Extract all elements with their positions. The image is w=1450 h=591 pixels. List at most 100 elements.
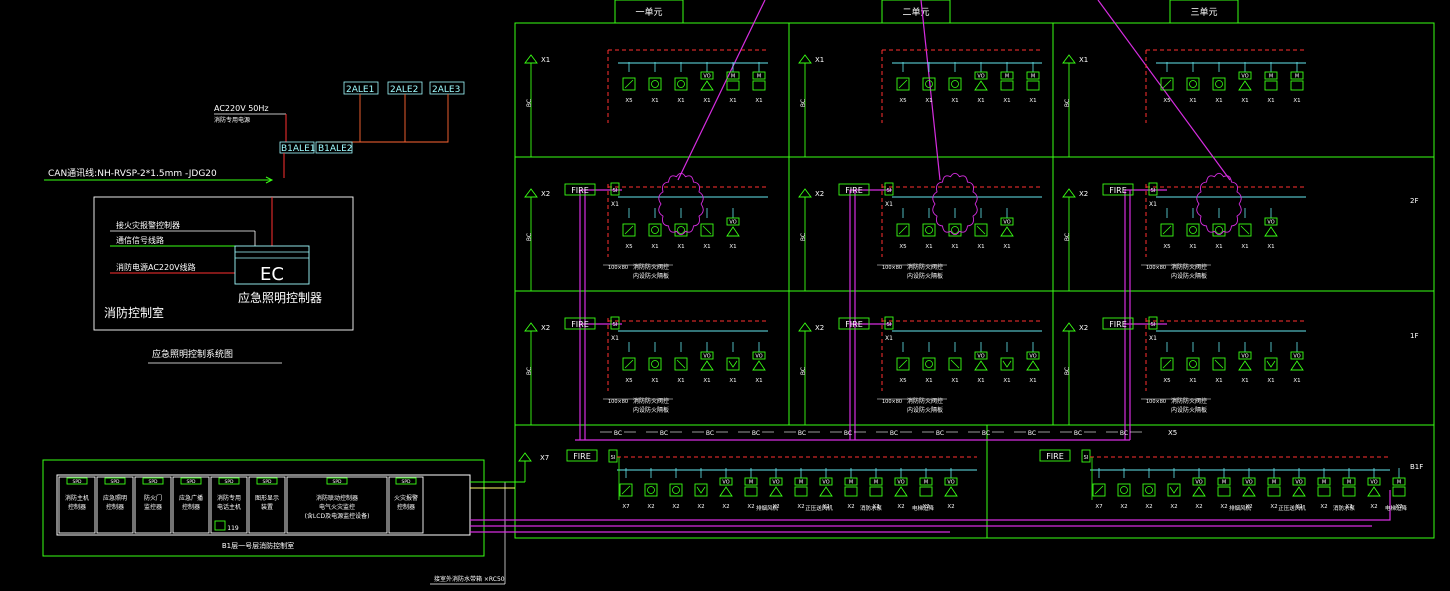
device-module[interactable]: MX1: [726, 62, 740, 104]
ale-right-box[interactable]: B1ALE2: [315, 141, 352, 154]
fire-box[interactable]: FIRE: [564, 183, 596, 196]
device-button[interactable]: X7: [619, 468, 633, 510]
ec-controller[interactable]: EC: [234, 245, 310, 285]
device-smoke[interactable]: X1: [948, 62, 962, 104]
device-button[interactable]: X5: [622, 208, 636, 250]
device-hydrant[interactable]: X2: [694, 468, 708, 510]
device-smoke[interactable]: X1: [674, 208, 688, 250]
device-smoke[interactable]: X1: [674, 62, 688, 104]
fire-box[interactable]: FIRE: [1102, 183, 1134, 196]
device-smoke[interactable]: X1: [948, 208, 962, 250]
device-button[interactable]: X5: [896, 208, 910, 250]
device-heat[interactable]: X1: [948, 342, 962, 384]
phone-icon[interactable]: 119: [214, 520, 239, 532]
device-module[interactable]: MX1: [1264, 62, 1278, 104]
device-module[interactable]: MX1: [752, 62, 766, 104]
device-heat[interactable]: X1: [974, 208, 988, 250]
device-heat[interactable]: X1: [700, 208, 714, 250]
tap-icon-b1[interactable]: X7: [518, 452, 549, 462]
device-button[interactable]: X5: [896, 342, 910, 384]
device-hydrant[interactable]: X1: [1264, 342, 1278, 384]
device-module[interactable]: MX2: [1317, 468, 1331, 510]
fire-box[interactable]: FIRE: [838, 183, 870, 196]
device-button[interactable]: X5: [622, 62, 636, 104]
ale-main-box[interactable]: B1ALE1: [279, 141, 315, 154]
tap-icon[interactable]: [1062, 322, 1076, 332]
tap-icon[interactable]: [798, 188, 812, 198]
device-button[interactable]: X5: [1160, 62, 1174, 104]
tap-icon[interactable]: [524, 188, 538, 198]
device-smoke[interactable]: X1: [922, 62, 936, 104]
fire-box[interactable]: FIRE: [838, 317, 870, 330]
device-smoke[interactable]: X1: [648, 208, 662, 250]
device-smoke[interactable]: X1: [1212, 208, 1226, 250]
si-box[interactable]: SI: [610, 316, 620, 330]
device-smoke[interactable]: X2: [1142, 468, 1156, 510]
tap-icon[interactable]: [1062, 54, 1076, 64]
device-module[interactable]: MX2: [844, 468, 858, 510]
si-box[interactable]: SI: [1081, 449, 1091, 463]
si-box[interactable]: SI: [1148, 316, 1158, 330]
device-module[interactable]: MX2: [1392, 468, 1406, 510]
device-button[interactable]: X7: [1092, 468, 1106, 510]
fire-box[interactable]: FIRE: [564, 317, 596, 330]
device-smoke[interactable]: X1: [1186, 342, 1200, 384]
si-box[interactable]: SI: [1148, 182, 1158, 196]
device-smoke[interactable]: X1: [1186, 208, 1200, 250]
tap-icon[interactable]: [798, 322, 812, 332]
device-hydrant[interactable]: X1: [1000, 342, 1014, 384]
device-module[interactable]: MX2: [1267, 468, 1281, 510]
device-module[interactable]: MX2: [744, 468, 758, 510]
device-module[interactable]: MX2: [869, 468, 883, 510]
tap-icon[interactable]: [1062, 188, 1076, 198]
device-module[interactable]: MX2: [919, 468, 933, 510]
tap-icon[interactable]: [798, 54, 812, 64]
device-smoke[interactable]: X1: [648, 62, 662, 104]
device-smoke[interactable]: X1: [648, 342, 662, 384]
ale-box-1[interactable]: 2ALE1: [343, 81, 379, 95]
device-module[interactable]: MX2: [1217, 468, 1231, 510]
device-button[interactable]: X5: [622, 342, 636, 384]
si-box[interactable]: SI: [884, 182, 894, 196]
device-heat[interactable]: X1: [674, 342, 688, 384]
device-smoke[interactable]: X1: [922, 342, 936, 384]
device-heat[interactable]: X1: [1238, 208, 1252, 250]
device-button[interactable]: X5: [1160, 208, 1174, 250]
fire-box[interactable]: FIRE: [566, 449, 598, 462]
fire-box[interactable]: FIRE: [1039, 449, 1071, 462]
device-module[interactable]: MX2: [794, 468, 808, 510]
ale-box-3[interactable]: 2ALE3: [429, 81, 465, 95]
device-heat[interactable]: X1: [1212, 342, 1226, 384]
device-smoke[interactable]: X2: [1117, 468, 1131, 510]
device-button[interactable]: X5: [1160, 342, 1174, 384]
si-box[interactable]: SI: [610, 182, 620, 196]
ale-box-2[interactable]: 2ALE2: [387, 81, 423, 95]
device-button[interactable]: X5: [896, 62, 910, 104]
device-hydrant[interactable]: X1: [726, 342, 740, 384]
